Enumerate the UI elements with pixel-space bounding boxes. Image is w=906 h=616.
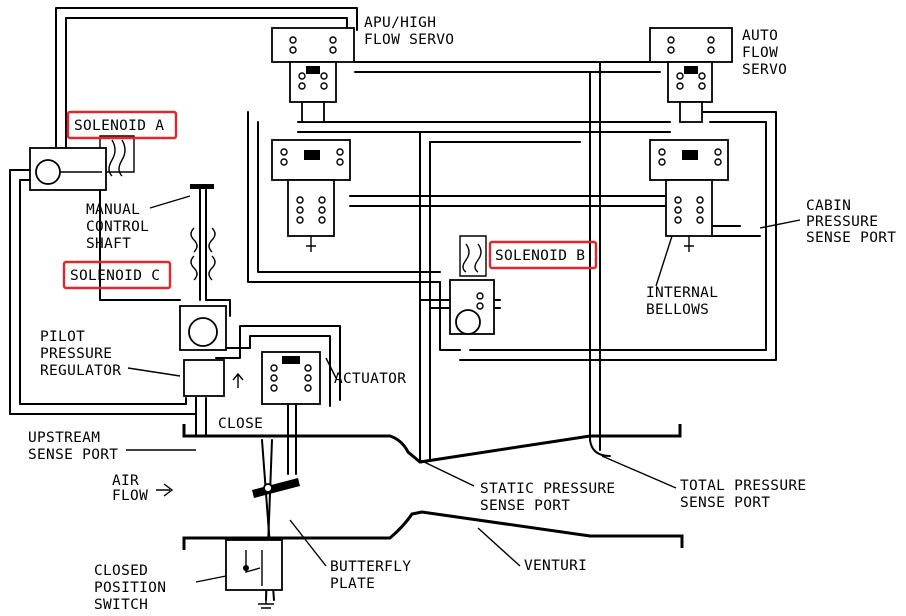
highlighted-solenoid-labels: SOLENOID A SOLENOID C SOLENOID B xyxy=(62,110,598,290)
label-auto-servo-2: FLOW xyxy=(742,45,778,61)
label-upstream-port-1: UPSTREAM xyxy=(28,430,100,446)
label-manual-shaft-2: CONTROL xyxy=(86,219,149,235)
pneumatic-lines xyxy=(9,7,777,461)
label-solenoid-c: SOLENOID C xyxy=(70,268,160,284)
label-cabin-port-2: PRESSURE xyxy=(806,214,878,230)
label-solenoid-b: SOLENOID B xyxy=(495,248,585,264)
label-auto-servo-3: SERVO xyxy=(742,62,787,78)
actuator-body xyxy=(232,351,321,475)
label-close: CLOSE xyxy=(218,416,263,432)
label-internal-bellows-2: BELLOWS xyxy=(646,302,709,318)
label-pilot-regulator-2: PRESSURE xyxy=(40,346,112,362)
label-closed-switch-2: POSITION xyxy=(94,580,166,596)
label-upstream-port-2: SENSE PORT xyxy=(28,447,118,463)
label-apu-servo-1: APU/HIGH xyxy=(364,15,436,31)
venturi-duct xyxy=(182,424,684,550)
apu-high-flow-servo xyxy=(271,27,355,252)
label-cabin-port-3: SENSE PORT xyxy=(806,230,896,246)
solenoid-a-highlight-box xyxy=(66,110,178,140)
label-static-port-2: SENSE PORT xyxy=(480,498,570,514)
label-solenoid-a: SOLENOID A xyxy=(74,118,164,134)
label-total-port-2: SENSE PORT xyxy=(680,495,770,511)
label-total-port-1: TOTAL PRESSURE xyxy=(680,478,806,494)
label-air-flow-1: AIR xyxy=(112,473,139,489)
label-actuator: ACTUATOR xyxy=(334,371,406,387)
label-auto-servo-1: AUTO xyxy=(742,28,778,44)
label-pilot-regulator-1: PILOT xyxy=(40,329,85,345)
label-pilot-regulator-3: REGULATOR xyxy=(40,363,121,379)
label-butterfly-plate-2: PLATE xyxy=(330,576,375,592)
label-manual-shaft-1: MANUAL xyxy=(86,202,140,218)
label-manual-shaft-3: SHAFT xyxy=(86,236,131,252)
leader-lines xyxy=(126,195,801,583)
manual-shaft-assembly xyxy=(179,184,227,397)
label-venturi: VENTURI xyxy=(524,558,587,574)
label-internal-bellows-1: INTERNAL xyxy=(646,285,718,301)
label-apu-servo-2: FLOW SERVO xyxy=(364,32,454,48)
label-cabin-port-1: CABIN xyxy=(806,198,851,214)
label-butterfly-plate-1: BUTTERFLY xyxy=(330,559,411,575)
solenoid-c-highlight-box xyxy=(62,260,172,290)
label-air-flow-2: FLOW xyxy=(112,488,148,504)
solenoid-a-valve xyxy=(29,135,135,191)
solenoid-b-highlight-box xyxy=(488,240,598,270)
auto-flow-servo xyxy=(649,27,733,252)
label-closed-switch-1: CLOSED xyxy=(94,563,148,579)
label-static-port-1: STATIC PRESSURE xyxy=(480,481,615,497)
label-closed-switch-3: SWITCH xyxy=(94,597,148,613)
solenoid-b-valve xyxy=(449,235,495,335)
closed-position-switch xyxy=(225,539,283,609)
diagram-labels: APU/HIGH FLOW SERVO AUTO FLOW SERVO MANU… xyxy=(28,15,896,613)
